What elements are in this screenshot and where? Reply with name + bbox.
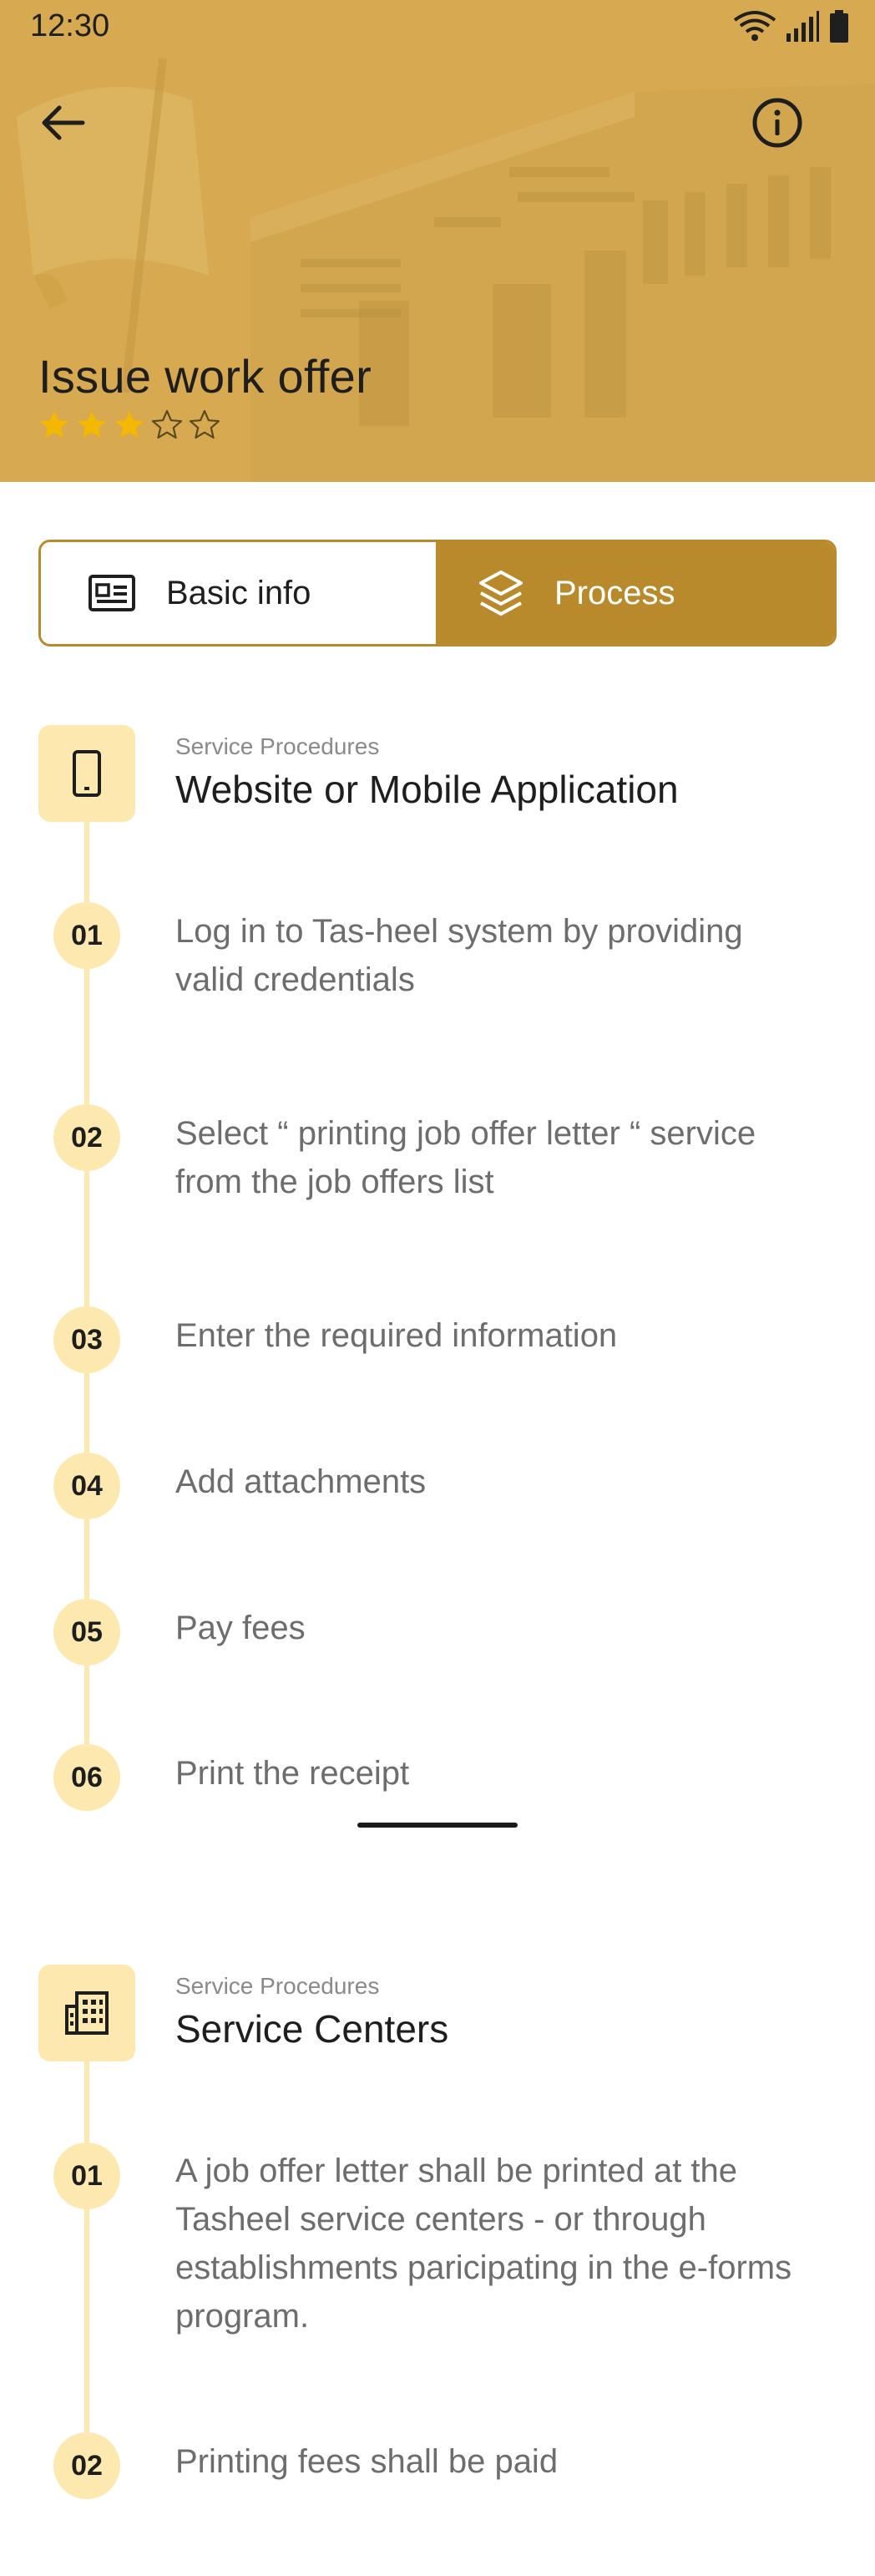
- section-kicker: Service Procedures: [175, 1973, 380, 1999]
- step-number: 01: [53, 2142, 120, 2209]
- status-time: 12:30: [30, 8, 110, 43]
- star-rating: [38, 409, 220, 441]
- section-icon-box: [38, 725, 135, 822]
- page-title: Issue work offer: [38, 350, 372, 403]
- tab-basic-info-label: Basic info: [166, 574, 311, 611]
- wifi-icon: [733, 11, 776, 41]
- step-number: 05: [53, 1599, 120, 1666]
- back-button[interactable]: [33, 94, 92, 152]
- step-text: Select “ printing job offer letter “ ser…: [175, 1115, 756, 1200]
- status-icons: [733, 10, 850, 43]
- star-filled-icon: [115, 411, 144, 438]
- step-number: 02: [53, 2432, 120, 2499]
- home-indicator[interactable]: [357, 1823, 518, 1828]
- layers-icon: [479, 570, 523, 616]
- section-kicker: Service Procedures: [175, 733, 380, 759]
- status-bar: 12:30: [0, 0, 875, 53]
- step-text: Add attachments: [175, 1463, 427, 1500]
- step-number: 06: [53, 1744, 120, 1811]
- step-text: Print the receipt: [175, 1755, 410, 1792]
- id-card-icon: [89, 575, 135, 611]
- section-icon-box: [38, 1965, 135, 2061]
- step-text: Enter the required information: [175, 1317, 618, 1354]
- arrow-left-icon: [42, 105, 85, 140]
- step-text: A job offer letter shall be printed at t…: [175, 2153, 792, 2335]
- info-button[interactable]: [748, 94, 807, 152]
- star-filled-icon: [40, 411, 68, 438]
- tab-process[interactable]: Process: [436, 542, 834, 644]
- info-circle-icon: [752, 98, 802, 148]
- section-title: Service Centers: [175, 2007, 449, 2051]
- star-empty-icon: [151, 409, 183, 439]
- tab-bar: Basic info Process: [38, 540, 837, 647]
- step-text: Pay fees: [175, 1610, 306, 1646]
- tab-basic-info[interactable]: Basic info: [41, 542, 436, 644]
- signal-icon: [786, 11, 819, 42]
- step-number: 02: [53, 1104, 120, 1171]
- step-number: 03: [53, 1306, 120, 1373]
- step-number: 04: [53, 1453, 120, 1519]
- battery-icon: [830, 10, 848, 43]
- building-background-image: [0, 0, 875, 482]
- building-icon: [65, 1991, 109, 2035]
- step-number: 01: [53, 902, 120, 969]
- section-title: Website or Mobile Application: [175, 768, 679, 811]
- step-text: Log in to Tas-heel system by providing v…: [175, 913, 743, 998]
- star-empty-icon: [189, 409, 220, 439]
- star-filled-icon: [78, 411, 106, 438]
- header-hero: 12:30: [0, 0, 875, 482]
- timeline-line: [84, 2060, 89, 2494]
- tab-process-label: Process: [554, 574, 675, 611]
- step-text: Printing fees shall be paid: [175, 2443, 559, 2480]
- smartphone-icon: [73, 750, 101, 797]
